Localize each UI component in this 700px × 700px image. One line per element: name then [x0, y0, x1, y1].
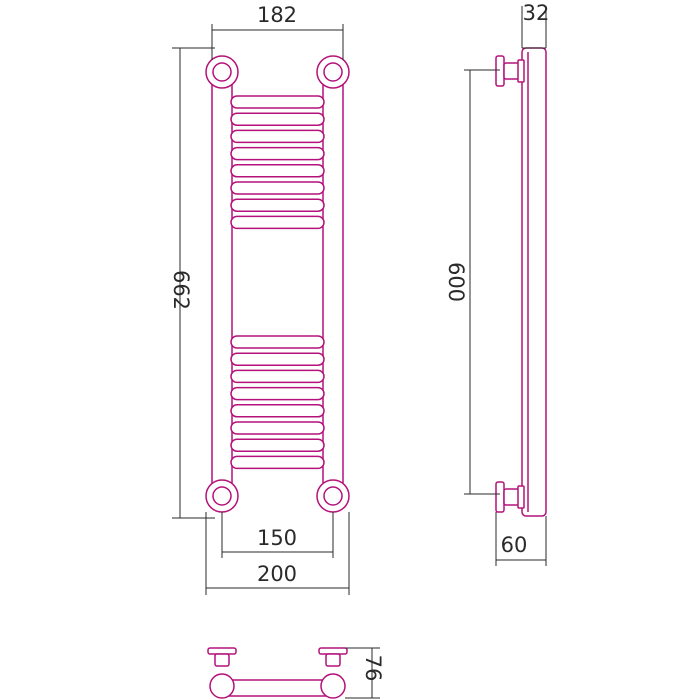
dimension-60: 60 — [495, 512, 547, 566]
side-bottom-mount — [495, 481, 525, 513]
towel-rung — [230, 164, 325, 178]
dimension-label-150: 150 — [257, 526, 297, 550]
dimension-label-662: 662 — [169, 270, 193, 310]
towel-rung — [230, 404, 325, 418]
towel-rung — [230, 455, 325, 470]
plan-view — [207, 647, 348, 699]
towel-rung — [230, 95, 325, 109]
plan-left-mount — [207, 647, 237, 699]
left-vertical-pipe — [211, 69, 233, 511]
towel-rung — [230, 386, 325, 401]
top-left-mount — [205, 55, 239, 89]
top-right-mount — [316, 55, 350, 89]
dimension-label-76: 76 — [361, 655, 385, 682]
dimension-label-200: 200 — [257, 562, 297, 586]
dimension-76: 76 — [345, 647, 385, 699]
bottom-right-mount — [316, 479, 350, 513]
side-view — [495, 47, 547, 517]
plan-right-mount — [318, 647, 348, 699]
dimension-32: 32 — [521, 1, 550, 49]
dimension-200: 200 — [205, 512, 350, 595]
dimension-label-60: 60 — [501, 533, 528, 557]
towel-rung — [230, 438, 325, 452]
right-vertical-pipe — [322, 69, 344, 511]
dimension-182: 182 — [211, 3, 344, 60]
side-pipe — [521, 47, 547, 517]
dimension-label-32: 32 — [523, 1, 550, 25]
towel-rung — [230, 421, 325, 435]
dimension-150: 150 — [221, 512, 334, 558]
towel-rung — [230, 335, 325, 349]
plan-bar — [217, 679, 337, 697]
upper-rungs — [230, 95, 325, 230]
towel-rung — [230, 198, 325, 212]
bottom-left-mount — [205, 479, 239, 513]
towel-rung — [230, 112, 325, 126]
towel-rung — [230, 352, 325, 366]
dimension-600: 600 — [444, 69, 500, 495]
towel-rung — [230, 181, 325, 195]
dimension-label-182: 182 — [257, 3, 297, 27]
towel-rung — [230, 129, 325, 144]
towel-rung — [230, 146, 325, 161]
side-top-mount — [495, 55, 525, 87]
lower-rungs — [230, 335, 325, 470]
towel-rung — [230, 369, 325, 384]
towel-rung — [230, 215, 325, 230]
dimension-662: 662 — [169, 47, 215, 519]
dimension-label-600: 600 — [444, 262, 468, 302]
front-view — [205, 55, 350, 513]
